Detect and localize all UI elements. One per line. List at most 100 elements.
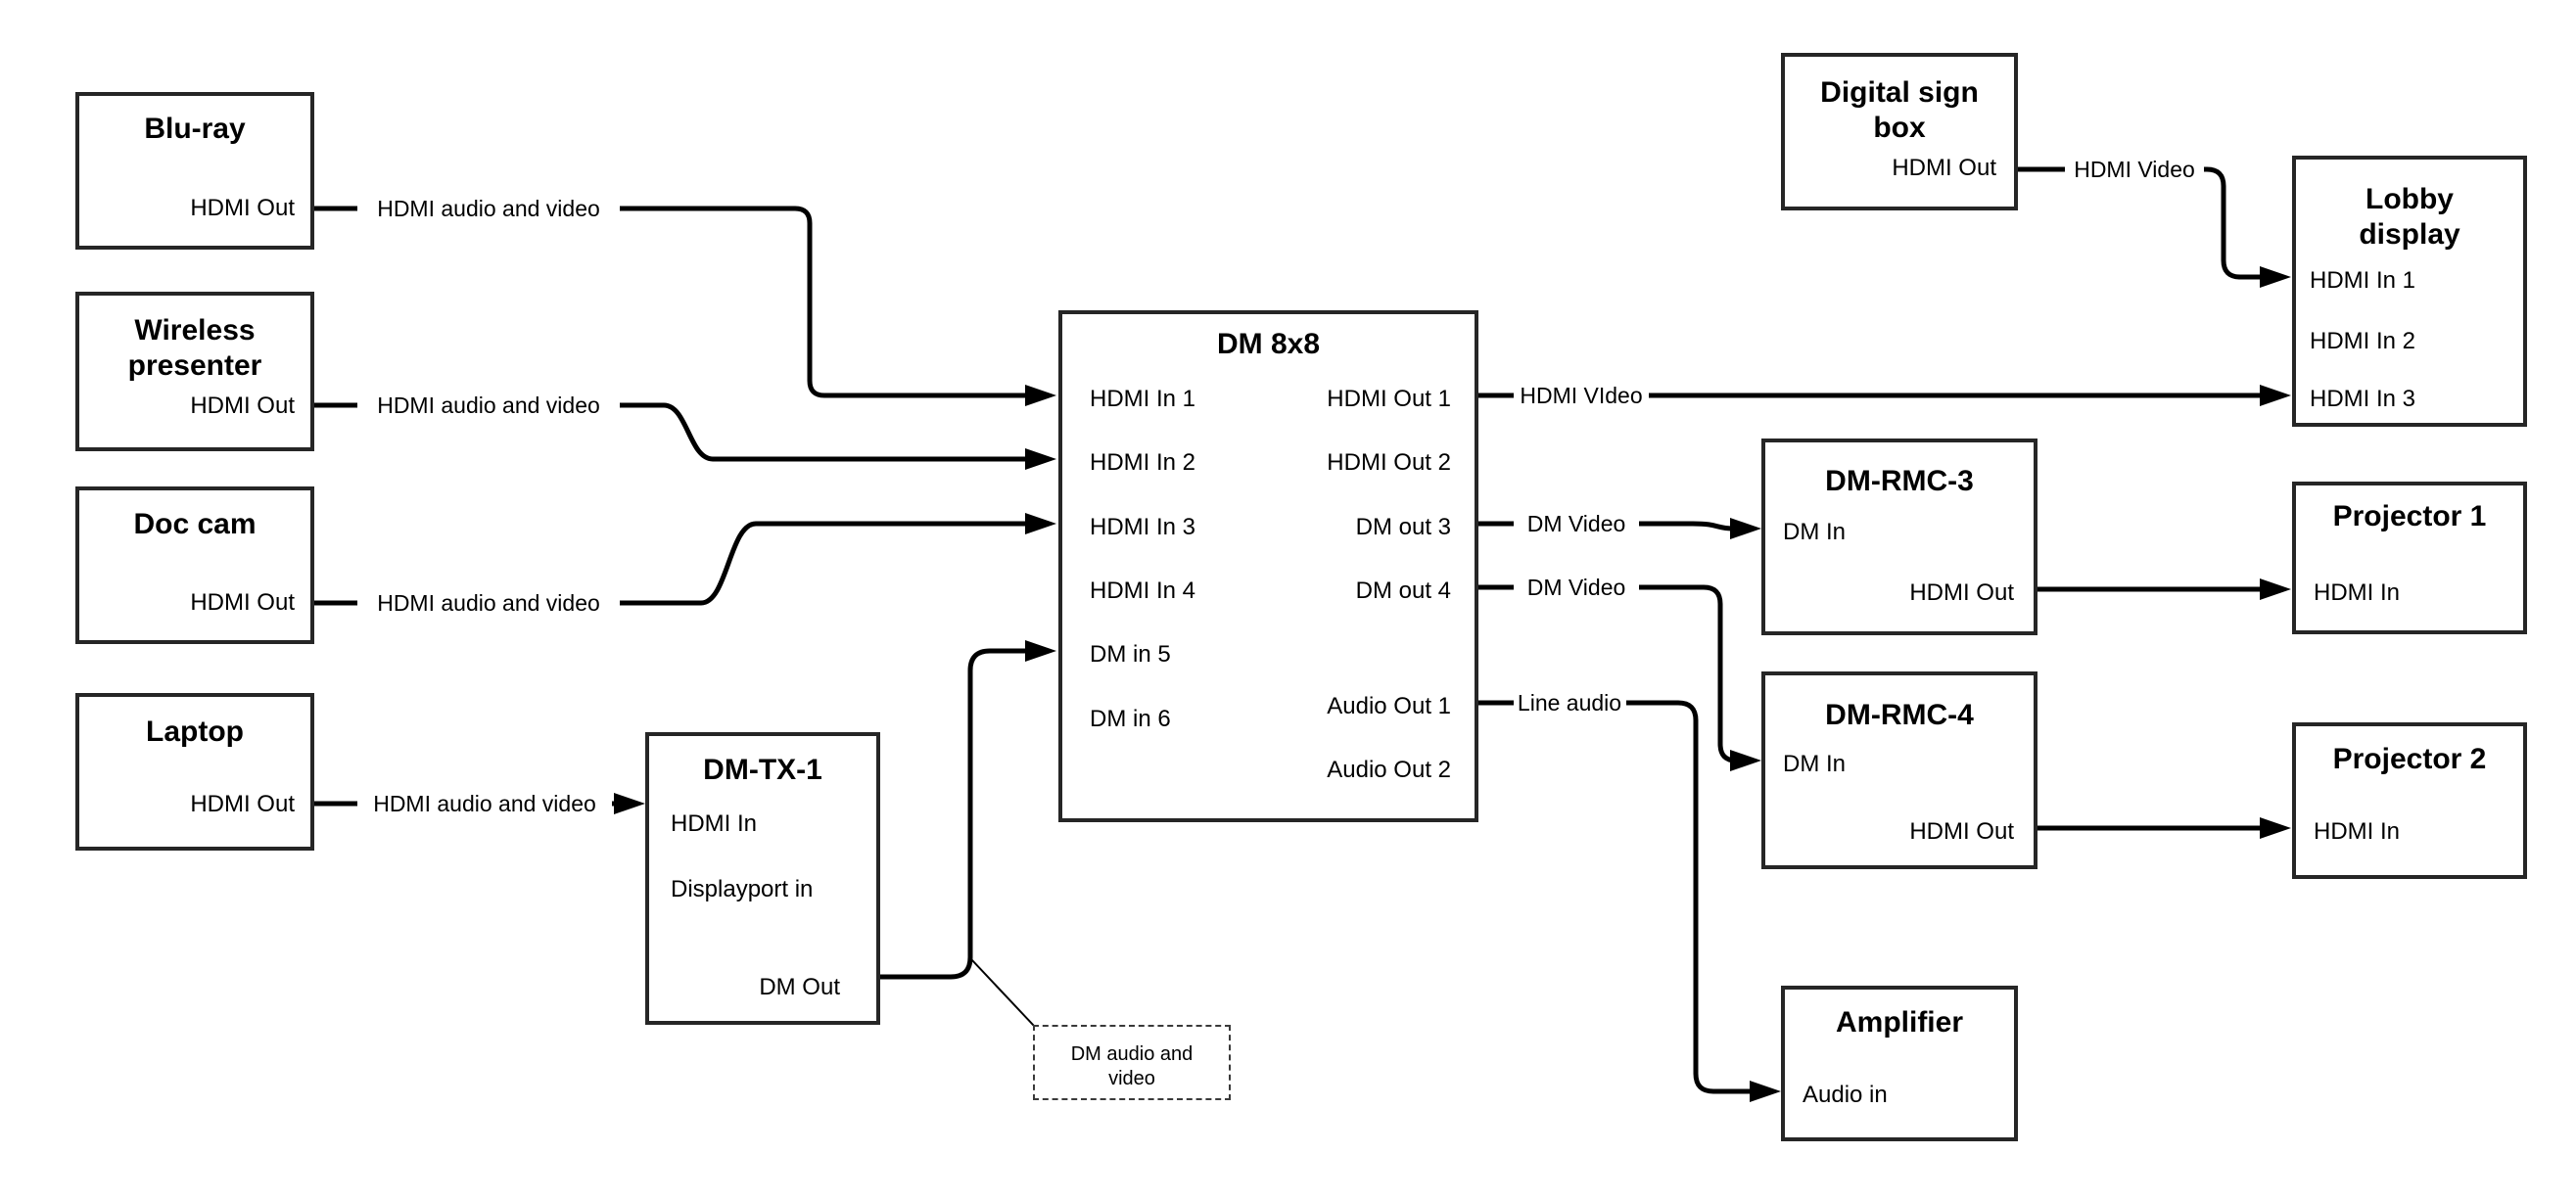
dm-tx-1-title: DM-TX-1 — [649, 753, 876, 788]
wire-dm8x8-out3-to-rmc3-segment-1 — [1639, 521, 1735, 531]
dm-8x8-port-audio-out-2: Audio Out 2 — [1327, 757, 1451, 783]
dm-rmc-3-title-line-0: DM-RMC-3 — [1825, 465, 1974, 497]
lobby-display-port-hdmi-in-2: HDMI In 2 — [2310, 328, 2416, 354]
lobby-display-title-line-0: Lobby — [2365, 183, 2454, 215]
dm-8x8-port-audio-out-1: Audio Out 1 — [1327, 693, 1451, 719]
dm-rmc-4-port-hdmi-out: HDMI Out — [1909, 818, 2014, 845]
node-projector-2: Projector 2 HDMI In — [2292, 722, 2527, 879]
laptop-title: Laptop — [79, 715, 310, 750]
wire-digitalsign-to-lobby-in1-arrowhead-icon — [2260, 266, 2291, 288]
wire-dm8x8-out4-to-rmc4-label: DM Video — [1527, 575, 1626, 600]
wire-digitalsign-to-lobby-in1-label: HDMI Video — [2074, 157, 2195, 182]
dm-8x8-port-hdmi-in-4: HDMI In 4 — [1090, 577, 1196, 604]
wire-dm8x8-out1-to-lobby-in3-label: HDMI VIdeo — [1520, 383, 1642, 408]
blu-ray-title: Blu-ray — [79, 112, 310, 147]
wire-dm8x8-out1-to-lobby-in3-arrowhead-icon — [2260, 385, 2291, 406]
wire-dm8x8-out4-to-rmc4-segment-1 — [1639, 584, 1737, 763]
wire-doccam-to-dm8x8-in3-label: HDMI audio and video — [377, 590, 600, 616]
lobby-display-port-hdmi-in-3: HDMI In 3 — [2310, 386, 2416, 412]
projector-1-title-line-0: Projector 1 — [2332, 500, 2487, 532]
node-dm-rmc-3: DM-RMC-3 DM In HDMI Out — [1761, 439, 2037, 635]
wire-dmtx1-to-dm8x8-in5-segment-0 — [880, 648, 1029, 980]
wire-rmc3-to-projector1-arrowhead-icon — [2260, 578, 2291, 600]
dm-8x8-port-hdmi-in-1: HDMI In 1 — [1090, 386, 1196, 412]
note-leader-line-segment-0 — [970, 958, 1035, 1027]
dm-8x8-port-hdmi-in-2: HDMI In 2 — [1090, 449, 1196, 476]
dm-8x8-port-hdmi-out-1: HDMI Out 1 — [1327, 386, 1451, 412]
dm-8x8-port-dm-out-4: DM out 4 — [1355, 577, 1451, 604]
projector-2-port-hdmi-in: HDMI In — [2314, 818, 2401, 845]
dm-rmc-4-port-dm-in: DM In — [1783, 751, 1847, 777]
lobby-display-port-hdmi-in-1: HDMI In 1 — [2310, 267, 2416, 294]
doc-cam-port-hdmi-out: HDMI Out — [190, 589, 295, 616]
wire-dm8x8-audioout1-to-amplifier-label: Line audio — [1518, 690, 1621, 716]
laptop-port-hdmi-out: HDMI Out — [190, 791, 295, 817]
wire-rmc4-to-projector2-arrowhead-icon — [2260, 817, 2291, 839]
wire-wireless-to-dm8x8-in2-arrowhead-icon — [1025, 448, 1056, 470]
wireless-presenter-port-hdmi-out: HDMI Out — [190, 393, 295, 419]
projector-2-title: Projector 2 — [2296, 742, 2523, 777]
dm-8x8-port-dm-in-5: DM in 5 — [1090, 641, 1171, 668]
wire-laptop-to-dmtx1-arrowhead-icon — [614, 793, 645, 814]
dm-rmc-4-title: DM-RMC-4 — [1765, 698, 2034, 733]
wire-bluray-to-dm8x8-in1-arrowhead-icon — [1025, 385, 1056, 406]
doc-cam-title-line-0: Doc cam — [133, 508, 257, 540]
wire-dm8x8-out3-to-rmc3-arrowhead-icon — [1730, 518, 1761, 539]
wire-doccam-to-dm8x8-in3-arrowhead-icon — [1025, 513, 1056, 534]
wire-laptop-to-dmtx1-label: HDMI audio and video — [373, 791, 596, 816]
laptop-title-line-0: Laptop — [146, 716, 244, 748]
dm-tx-1-port-hdmi-in: HDMI In — [671, 810, 758, 837]
dm-audio-video-note-title-line-0: DM audio and — [1070, 1042, 1194, 1065]
wire-bluray-to-dm8x8-in1-segment-1 — [620, 206, 1029, 398]
wireless-presenter-title-line-1: presenter — [127, 349, 262, 382]
amplifier-title-line-0: Amplifier — [1835, 1006, 1964, 1039]
dm-8x8-port-dm-out-3: DM out 3 — [1355, 514, 1451, 540]
blu-ray-port-hdmi-out: HDMI Out — [190, 195, 295, 221]
node-dm-rmc-4: DM-RMC-4 DM In HDMI Out — [1761, 671, 2037, 869]
dm-rmc-3-port-dm-in: DM In — [1783, 519, 1847, 545]
amplifier-port-audio-in: Audio in — [1803, 1082, 1888, 1108]
wire-wireless-to-dm8x8-in2-label: HDMI audio and video — [377, 393, 600, 418]
dm-rmc-3-title: DM-RMC-3 — [1765, 464, 2034, 499]
wire-digitalsign-to-lobby-in1-segment-1 — [2204, 166, 2264, 280]
wire-dm8x8-out4-to-rmc4-arrowhead-icon — [1730, 750, 1761, 771]
amplifier-title: Amplifier — [1785, 1005, 2014, 1040]
wire-wireless-to-dm8x8-in2-segment-1 — [620, 402, 1029, 462]
projector-1-port-hdmi-in: HDMI In — [2314, 579, 2401, 606]
wire-dm8x8-out3-to-rmc3-label: DM Video — [1527, 511, 1626, 536]
wire-doccam-to-dm8x8-in3-segment-1 — [620, 521, 1029, 606]
wireless-presenter-title-line-0: Wireless — [134, 314, 256, 346]
digital-sign-box-title-line-0: Digital sign — [1820, 76, 1979, 109]
node-projector-1: Projector 1 HDMI In — [2292, 482, 2527, 634]
dm-rmc-3-port-hdmi-out: HDMI Out — [1909, 579, 2014, 606]
dm-tx-1-title-line-0: DM-TX-1 — [703, 754, 822, 786]
dm-8x8-title: DM 8x8 — [1062, 327, 1475, 362]
digital-sign-box-title-line-1: box — [1873, 112, 1926, 144]
digital-sign-box-port-hdmi-out: HDMI Out — [1892, 155, 1996, 181]
dm-8x8-title-line-0: DM 8x8 — [1216, 328, 1321, 360]
dm-8x8-port-hdmi-in-3: HDMI In 3 — [1090, 514, 1196, 540]
wire-dmtx1-to-dm8x8-in5-arrowhead-icon — [1025, 640, 1056, 662]
wire-dm8x8-audioout1-to-amplifier-segment-1 — [1626, 700, 1754, 1094]
dm-rmc-4-title-line-0: DM-RMC-4 — [1825, 699, 1974, 731]
blu-ray-title-line-0: Blu-ray — [144, 113, 246, 145]
dm-audio-video-note-title-line-1: video — [1108, 1067, 1155, 1089]
lobby-display-title-line-1: display — [2359, 218, 2460, 251]
dm-tx-1-port-dm-out: DM Out — [759, 974, 840, 1000]
